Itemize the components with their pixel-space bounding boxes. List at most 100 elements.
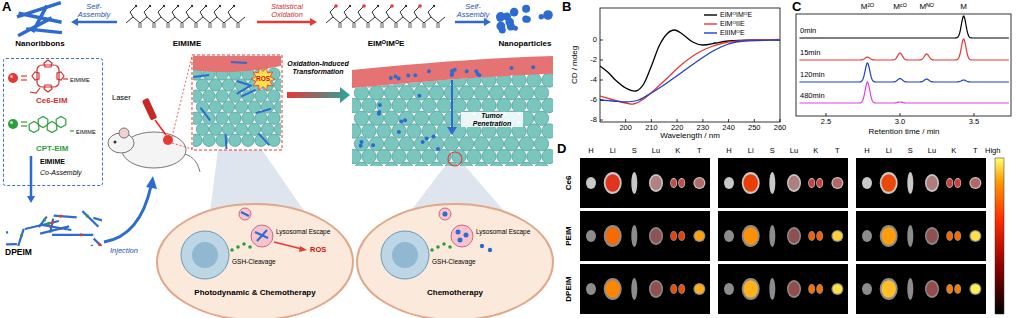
tumor-cells [452, 98, 466, 112]
peptide-structure [135, 5, 137, 7]
ex-vivo-imaging [679, 179, 685, 187]
ex-vivo-imaging [788, 282, 799, 296]
cell-label: GSH-Cleavage [232, 258, 276, 265]
tumor-cells [534, 162, 548, 176]
cpt-structure [70, 130, 74, 131]
tumor-cells [193, 112, 202, 124]
tumor-cells [422, 124, 436, 138]
ex-vivo-imaging [580, 211, 710, 261]
tumor-cells [193, 90, 202, 102]
cell-right [464, 233, 469, 238]
connector-arrow [27, 196, 35, 203]
ex-vivo-imaging [744, 280, 758, 298]
dpeim-network [43, 218, 46, 221]
peptide-structure [349, 5, 351, 7]
cd-spectrum-chart [677, 119, 678, 122]
ex-vivo-imaging [856, 211, 986, 261]
nanoparticle-icon [496, 22, 505, 31]
tumor-cells [384, 137, 398, 151]
peptide-structure [355, 23, 356, 28]
tumor-cells [399, 111, 413, 125]
tumor-cells [377, 124, 391, 138]
tumor-cells [414, 86, 428, 100]
ex-vivo-imaging [947, 179, 953, 187]
tumor-cells [534, 111, 548, 125]
panel-letter: A [2, 0, 11, 14]
tumor-cells [222, 79, 234, 91]
organ-header: Li [748, 147, 754, 155]
peptide-structure [334, 4, 338, 8]
tumor-cells [242, 112, 254, 124]
ex-vivo-imaging [586, 230, 596, 242]
cd-spectrum-chart [780, 119, 781, 122]
tumor-cells [196, 123, 208, 135]
ex-vivo-imaging [580, 264, 710, 314]
mouse [108, 128, 200, 172]
cpt-structure [47, 122, 57, 133]
ex-vivo-imaging [907, 172, 913, 194]
ex-vivo-imaging [947, 232, 953, 240]
tumor-cells [497, 149, 511, 163]
ex-vivo-imaging [971, 284, 981, 294]
ex-vivo-imaging [580, 158, 710, 208]
organ-header: Li [610, 147, 616, 155]
tumor-cells [362, 124, 376, 138]
peptide-structure [423, 23, 424, 28]
cd-spectrum-chart [600, 8, 780, 122]
ex-vivo-imaging [809, 232, 815, 240]
cell-left [181, 231, 229, 279]
trace-label: 0min [800, 27, 816, 35]
tumor-cells [392, 149, 406, 163]
tumor-zoom-box [192, 55, 282, 150]
ex-vivo-imaging [649, 174, 663, 192]
cd-spectrum-chart [600, 120, 603, 121]
organ-header: Lu [790, 147, 798, 155]
ex-vivo-imaging [833, 231, 843, 241]
cell-left [230, 242, 252, 252]
tumor-cells [274, 79, 281, 91]
cell-right [488, 248, 492, 252]
ros-star [251, 68, 275, 91]
tumor-cells [527, 73, 541, 87]
peptide-structure [428, 6, 434, 17]
organ-header: T [973, 147, 978, 155]
nanoparticles [413, 73, 417, 77]
trace-label: 480min [800, 92, 825, 100]
tumor-cells [399, 137, 413, 151]
ex-vivo-imaging [679, 285, 685, 293]
tumor-cells [354, 86, 368, 100]
ex-vivo-imaging [742, 172, 760, 194]
nanoparticles [450, 72, 454, 76]
peptide-structure [200, 6, 206, 17]
ex-vivo-imaging [817, 179, 823, 187]
cd-spectrum-chart [600, 100, 603, 101]
peptide-structure [172, 6, 178, 17]
tumor-cells [261, 123, 273, 135]
connector-arrow [310, 18, 317, 26]
ex-vivo-imaging [744, 227, 758, 245]
ex-vivo-imaging [742, 225, 760, 247]
cell-left [248, 245, 252, 249]
tumor-cells [459, 162, 473, 176]
ex-vivo-imaging [670, 178, 677, 188]
tumor-cells [193, 68, 281, 147]
peptide-structure [126, 17, 245, 23]
ex-vivo-imaging [769, 225, 775, 247]
connector-arrow [27, 186, 35, 203]
tumor-cells [354, 162, 368, 176]
cell-left [157, 204, 353, 318]
ex-vivo-imaging [606, 280, 620, 298]
peptide-structure [437, 23, 438, 28]
dpeim-network [6, 243, 7, 246]
process-label: Injection [110, 247, 138, 255]
node-text: EIMIME [119, 40, 255, 49]
tumor-cells [534, 86, 548, 100]
dpeim-network [50, 219, 53, 233]
tumor-cells [203, 90, 215, 102]
node-text: EIMᴼIMᴼE [319, 40, 453, 49]
tumor-cells [437, 124, 451, 138]
peptide-structure [183, 23, 184, 28]
peptide-structure [144, 6, 150, 17]
ex-vivo-imaging [586, 283, 596, 295]
